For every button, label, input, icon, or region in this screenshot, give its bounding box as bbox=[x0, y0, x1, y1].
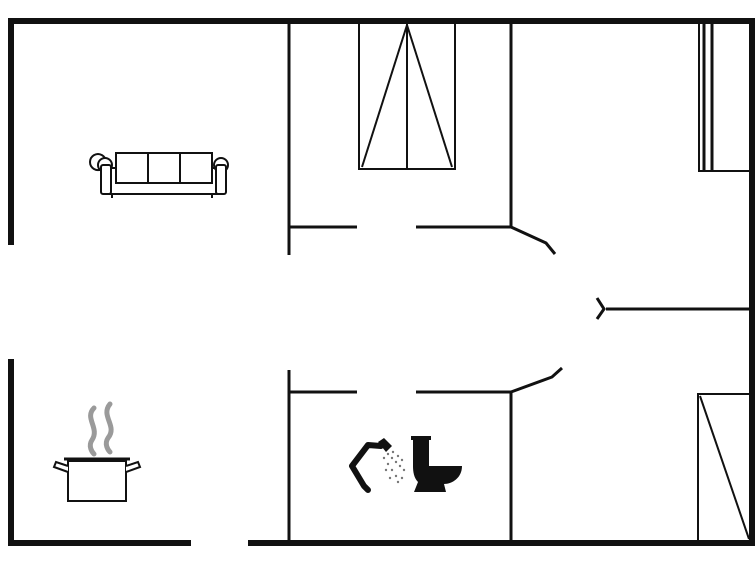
wardrobe-icon bbox=[697, 393, 752, 542]
wardrobe-icon bbox=[358, 22, 456, 170]
door-right-top bbox=[510, 225, 557, 255]
cooking-pot-icon bbox=[52, 401, 142, 502]
shower-icon bbox=[349, 438, 406, 493]
steam-left bbox=[87, 405, 97, 457]
steam-right bbox=[103, 401, 114, 455]
interior-walls bbox=[287, 21, 752, 543]
door-hinge-right bbox=[595, 297, 606, 320]
sofa-icon bbox=[89, 152, 229, 198]
wardrobe-icon bbox=[698, 22, 752, 172]
shower-water bbox=[382, 450, 406, 484]
door-right-bottom bbox=[510, 366, 564, 394]
doors bbox=[510, 225, 606, 394]
toilet-icon bbox=[411, 436, 462, 492]
